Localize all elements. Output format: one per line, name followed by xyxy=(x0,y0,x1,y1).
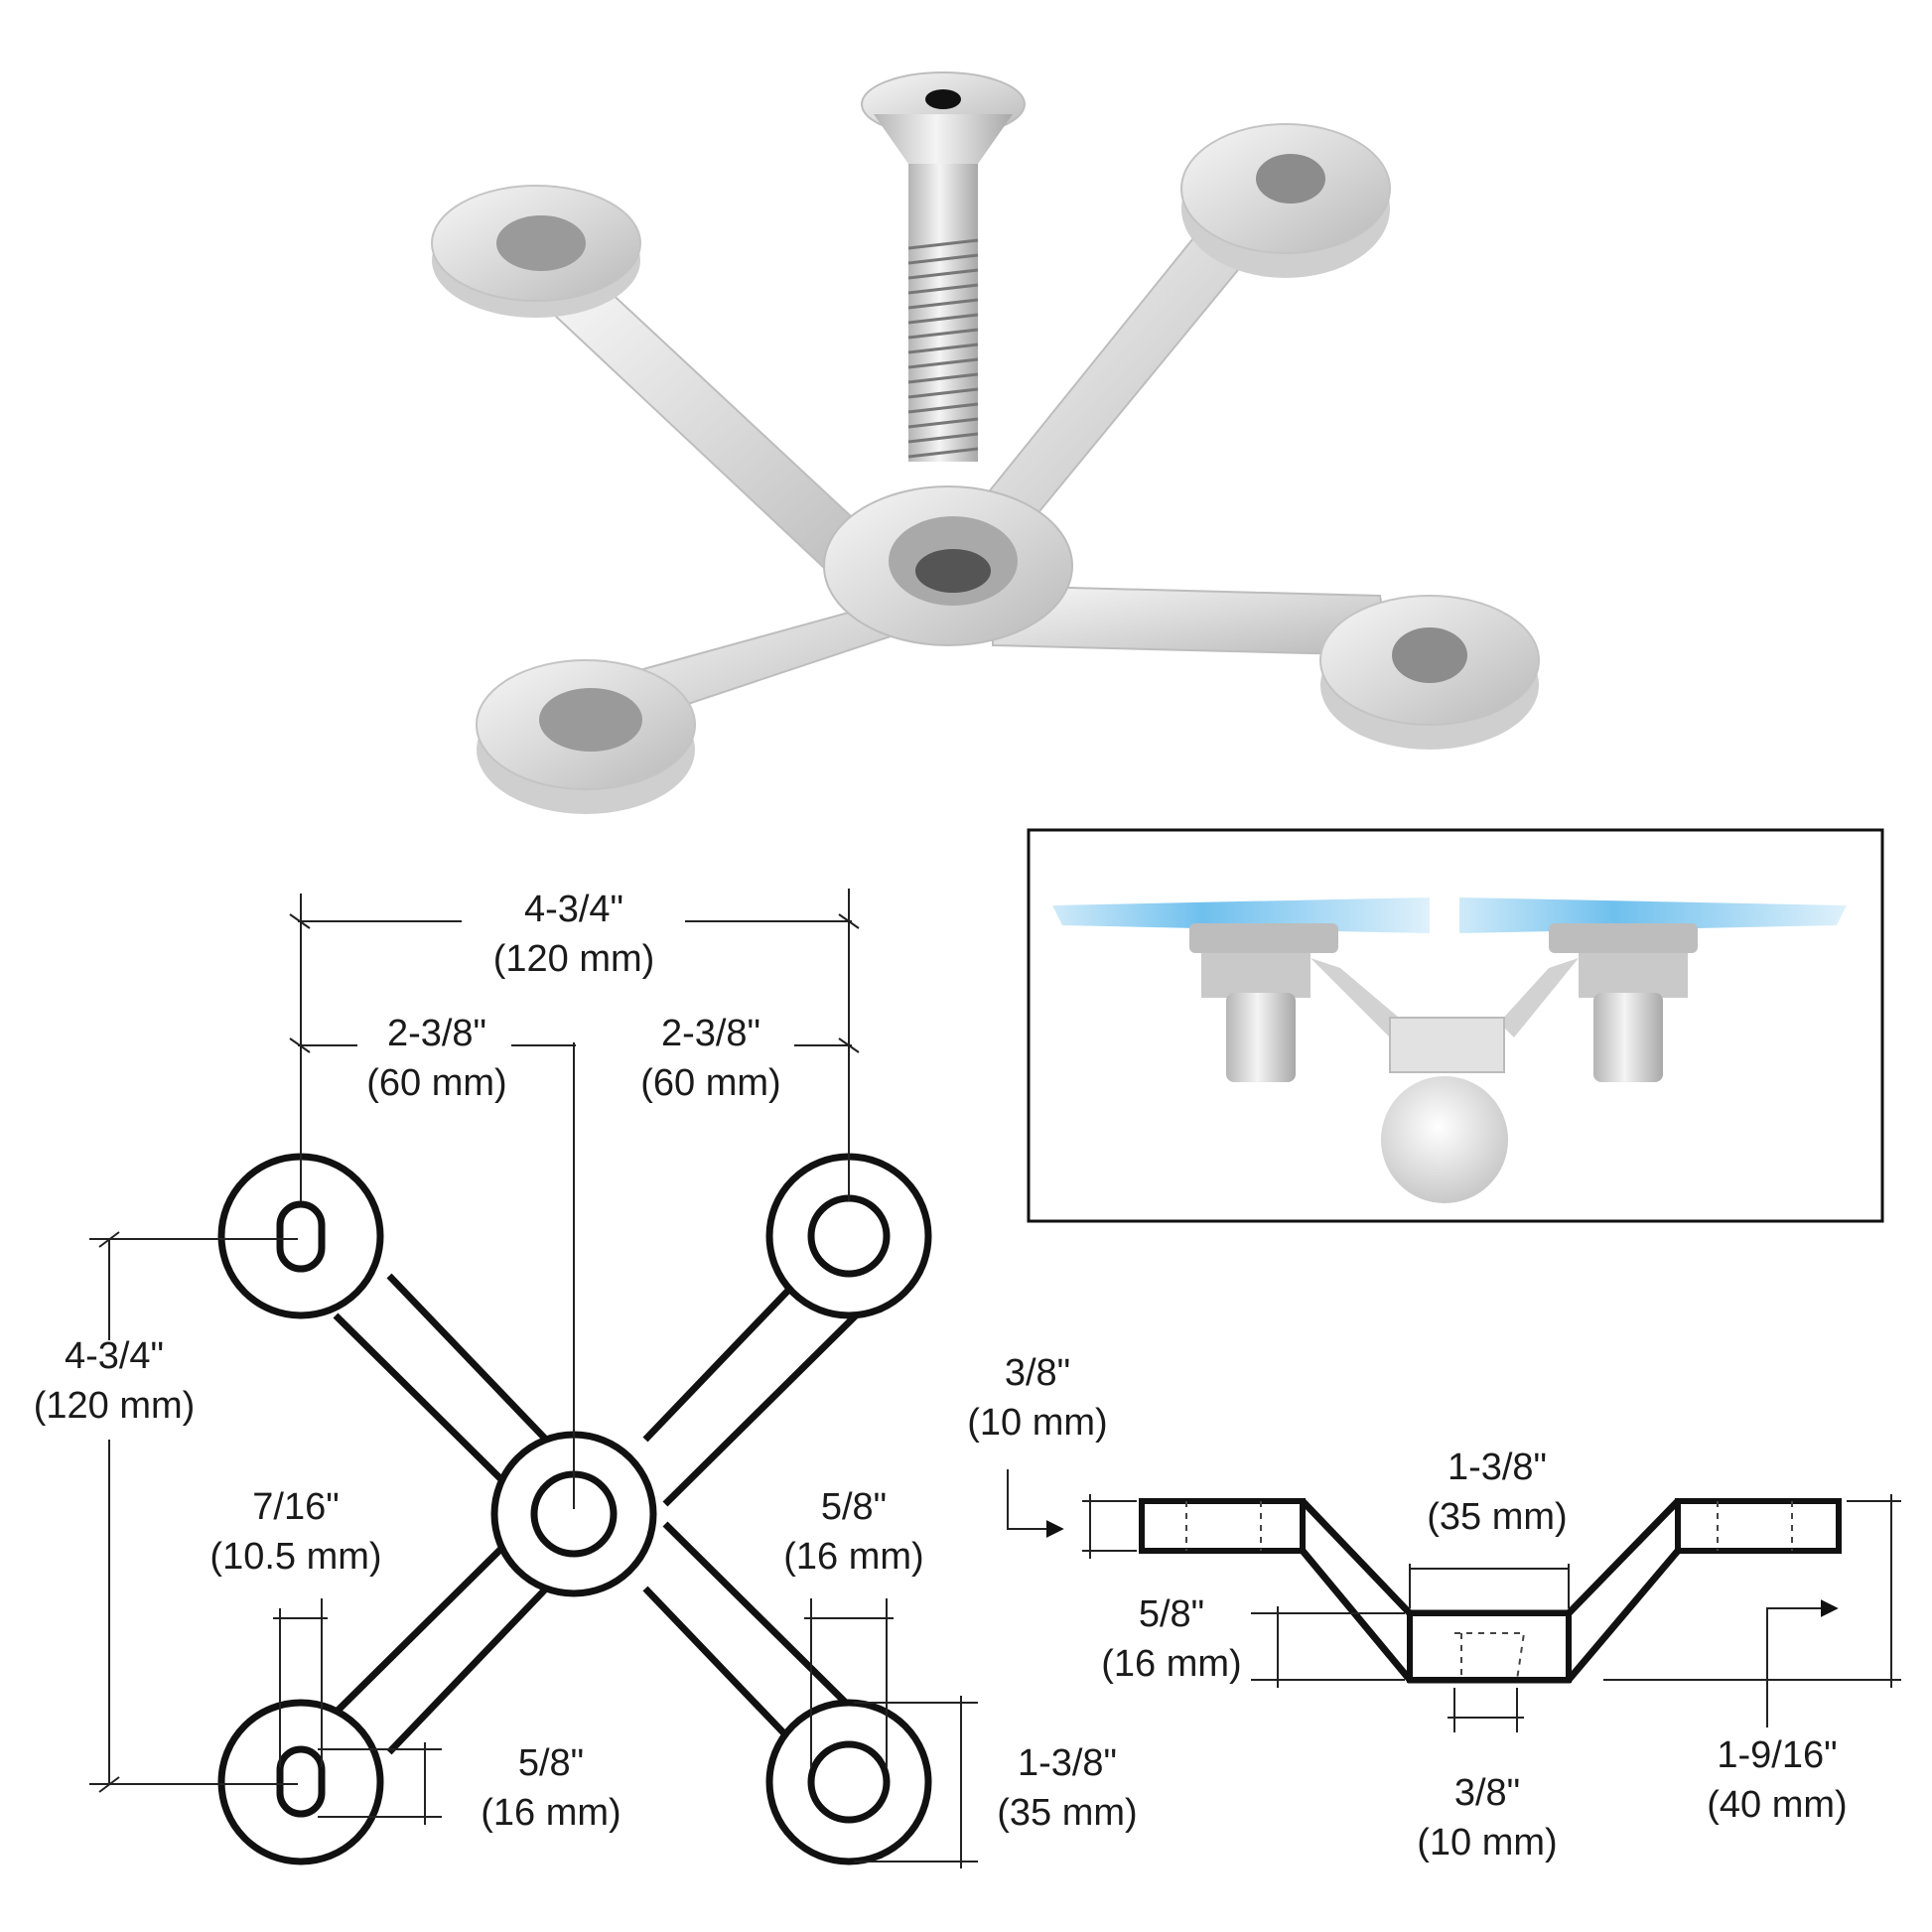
spider-arms-inset xyxy=(1311,958,1579,1073)
dim-hub-height-imperial: 5/8" xyxy=(1139,1593,1204,1635)
installation-inset xyxy=(1027,828,1884,1223)
dim-half-width-left-metric: (60 mm) xyxy=(366,1062,506,1104)
dim-pad-thickness-imperial: 3/8" xyxy=(1005,1352,1070,1394)
support-ball xyxy=(1381,1076,1508,1203)
pad-bottom-left xyxy=(476,659,696,814)
dim-slot-width-metric: (10.5 mm) xyxy=(209,1536,381,1578)
dim-hub-width: 1-3/8" (35 mm) xyxy=(1427,1447,1567,1538)
pad-top-right xyxy=(1180,123,1391,278)
dim-slot-width: 7/16" (10.5 mm) xyxy=(209,1486,381,1578)
dim-hub-bore-imperial: 3/8" xyxy=(1454,1772,1520,1814)
dim-half-width-right-metric: (60 mm) xyxy=(640,1062,780,1104)
dim-hub-bore: 3/8" (10 mm) xyxy=(1417,1772,1557,1863)
pad-bottom-right-outline xyxy=(765,1699,932,1865)
profile-outline xyxy=(1139,1498,1842,1684)
dim-hub-width-metric: (35 mm) xyxy=(1427,1496,1567,1538)
dim-overall-height-metric: (120 mm) xyxy=(34,1385,196,1427)
spider-fitting xyxy=(431,123,1540,814)
fitting-right xyxy=(1549,923,1698,1082)
dim-hub-bore-metric: (10 mm) xyxy=(1417,1822,1557,1863)
pad-top-left-outline xyxy=(217,1153,384,1319)
side-profile-drawing: 3/8" (10 mm) 1-3/8" (35 mm) 5/8" (16 mm)… xyxy=(967,1352,1901,1863)
dim-overall-depth-metric: (40 mm) xyxy=(1707,1784,1847,1826)
dim-half-width-left: 2-3/8" (60 mm) xyxy=(366,1013,506,1104)
dim-overall-width-imperial: 4-3/4" xyxy=(524,889,623,930)
dim-hole-diameter: 5/8" (16 mm) xyxy=(783,1486,923,1578)
dim-overall-width: 4-3/4" (120 mm) xyxy=(493,889,655,980)
pad-top-left xyxy=(431,185,641,318)
spider-arms xyxy=(333,1273,859,1755)
dim-overall-height-imperial: 4-3/4" xyxy=(65,1335,164,1377)
dimension-lines-side xyxy=(1007,1469,1901,1732)
center-hub xyxy=(490,1431,657,1597)
dim-hub-height-metric: (16 mm) xyxy=(1101,1643,1241,1685)
dim-hub-width-imperial: 1-3/8" xyxy=(1448,1447,1547,1488)
pad-bottom-right xyxy=(1319,595,1540,750)
dim-hub-height: 5/8" (16 mm) xyxy=(1101,1593,1241,1685)
pad-bottom-left-outline xyxy=(217,1699,384,1865)
dim-overall-depth-imperial: 1-9/16" xyxy=(1717,1734,1837,1776)
dim-slot-length-imperial: 5/8" xyxy=(518,1742,584,1784)
bolt-thread xyxy=(907,238,979,459)
dim-half-width-right-imperial: 2-3/8" xyxy=(661,1013,760,1054)
dim-pad-thickness: 3/8" (10 mm) xyxy=(967,1352,1107,1444)
dim-hole-diameter-metric: (16 mm) xyxy=(783,1536,923,1578)
dim-pad-diameter-imperial: 1-3/8" xyxy=(1018,1742,1117,1784)
dim-pad-thickness-metric: (10 mm) xyxy=(967,1402,1107,1444)
dim-hole-diameter-imperial: 5/8" xyxy=(821,1486,887,1528)
fitting-left xyxy=(1189,923,1338,1082)
dim-slot-length-metric: (16 mm) xyxy=(481,1792,621,1834)
dim-slot-width-imperial: 7/16" xyxy=(252,1486,339,1528)
dim-half-width-right: 2-3/8" (60 mm) xyxy=(640,1013,780,1104)
dim-pad-diameter-metric: (35 mm) xyxy=(997,1792,1137,1834)
dim-half-width-left-imperial: 2-3/8" xyxy=(387,1013,486,1054)
dim-overall-width-metric: (120 mm) xyxy=(493,938,655,980)
product-photo xyxy=(431,71,1540,814)
dim-overall-height: 4-3/4" (120 mm) xyxy=(34,1335,196,1427)
dim-slot-length: 5/8" (16 mm) xyxy=(481,1742,621,1834)
top-view-drawing: 4-3/4" (120 mm) 2-3/8" (60 mm) 2-3/8" (6… xyxy=(34,889,1138,1868)
dim-pad-diameter: 1-3/8" (35 mm) xyxy=(997,1742,1137,1834)
dimension-lines-top-view xyxy=(89,889,978,1868)
dim-overall-depth: 1-9/16" (40 mm) xyxy=(1707,1734,1847,1826)
countersunk-bolt xyxy=(861,71,1026,462)
